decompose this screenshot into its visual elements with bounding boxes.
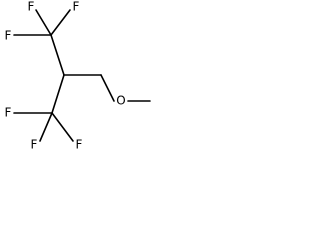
atom-fluorine-bottom-lower: F [31,138,38,152]
bond-cf3-top-to-f-top-right [50,9,71,36]
atom-fluorine-top-upper: F [28,0,35,14]
bond-cf3-bottom-to-f-bottom-right [51,112,74,142]
atom-fluorine-bottom-right: F [76,138,83,152]
atom-oxygen: O [116,94,125,108]
atom-fluorine-bottom-left: F [5,106,12,120]
bond-ch2-to-o [100,74,115,102]
bond-cf3-top-to-f-top-upper [35,9,52,36]
structure-diagram: F F F F F F O [5,0,151,152]
atom-fluorine-top-left: F [5,29,12,43]
atom-labels: F F F F F F O [5,0,126,152]
bonds [13,9,151,142]
atom-fluorine-top-right: F [73,0,80,14]
bond-cf3-top-to-ch [50,34,65,76]
bond-ch-to-cf3-bottom [51,74,65,114]
bond-cf3-bottom-to-f-bottom-lower [39,112,53,142]
